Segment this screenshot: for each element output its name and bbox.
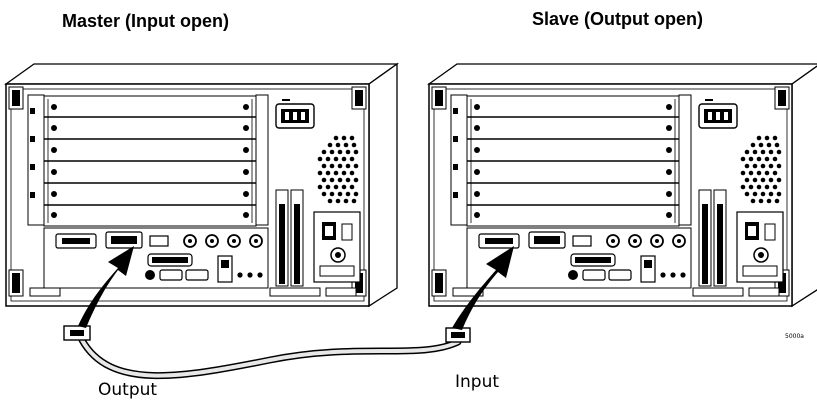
input-plug xyxy=(446,328,470,342)
output-plug xyxy=(64,326,90,340)
master-chassis xyxy=(6,64,397,306)
interconnect-cable xyxy=(82,340,458,376)
slave-chassis xyxy=(429,64,817,306)
figure-code: 5000a xyxy=(785,333,804,340)
